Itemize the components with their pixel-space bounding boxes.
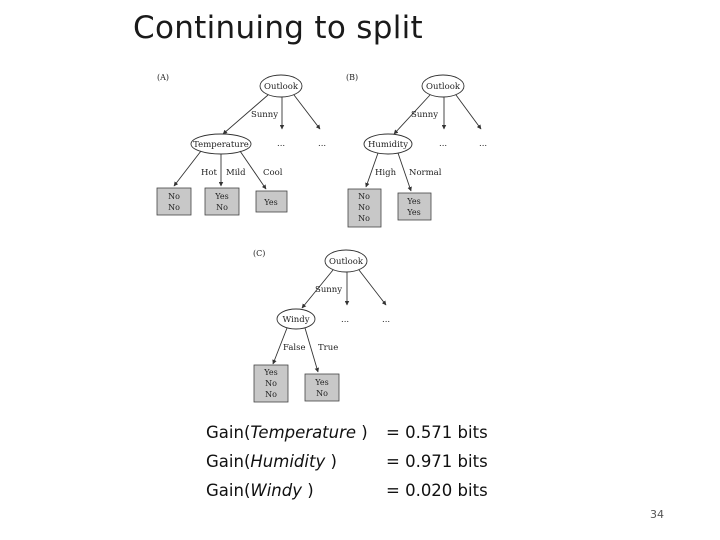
panel-a-edge-label-hot: Hot [201,168,218,178]
panel-c-edge-label-true: True [318,343,338,353]
panel-c-ellipsis-2: ... [382,315,390,325]
panel-c-leaf-false-3: No [265,390,277,399]
panel-a-root-label: Outlook [264,82,299,92]
gain-suffix: ) [302,481,314,500]
panel-b: (B) Outlook Sunny ... ... Humidity High … [346,73,487,228]
panel-a-edge-sunny [222,94,269,135]
gain-row-temperature: Gain(Temperature ) = 0.571 bits [206,418,488,447]
panel-a-ellipsis-1: ... [277,139,285,149]
panel-b-root-node [421,74,465,98]
panel-c-edge-false [272,327,288,365]
panel-a-temperature-label: Temperature [193,140,249,150]
panel-b-edge-label-normal: Normal [409,168,442,178]
panel-a-edge-label-mild: Mild [226,168,246,178]
gain-value-windy: = 0.020 bits [386,481,488,500]
panel-a-edge-cool [239,150,267,190]
gain-prefix: Gain( [206,423,251,442]
panel-a-leaf-mild-2: No [216,203,228,212]
panel-c-leaf-true-2: No [316,389,328,398]
panel-c-edge-label-false: False [283,343,306,353]
panel-b-leaf-normal-2: Yes [406,208,420,217]
panel-b-edge-right [455,94,482,130]
panel-b-humidity-label: Humidity [368,140,408,150]
gain-row-humidity: Gain(Humidity ) = 0.971 bits [206,447,488,476]
panel-c-leaf-false-2: No [265,379,277,388]
panel-c-windy-label: Windy [282,315,309,325]
panel-a-root-node [259,74,303,98]
gain-attr-temperature: Temperature [250,423,357,442]
gain-attr-windy: Windy [250,481,302,500]
panel-b-leaf-high [347,188,382,228]
panel-c-leaf-false [253,364,289,403]
panel-a-edge-right [293,94,321,130]
panel-b-label: (B) [346,73,358,82]
panel-c-edge-true [304,327,320,373]
gain-row-windy: Gain(Windy ) = 0.020 bits [206,476,488,505]
slide-title: Continuing to split [133,10,423,46]
panel-a-leaf-mild [204,187,240,216]
panel-b-edge-label-high: High [375,168,397,178]
gain-attr-humidity: Humidity [250,452,326,471]
gain-value-temperature: = 0.571 bits [386,423,488,442]
panel-c-root-label: Outlook [329,257,364,267]
panel-a-ellipsis-2: ... [318,139,326,149]
panel-b-leaf-normal [397,192,432,221]
panel-c-leaf-true [304,373,340,402]
panel-b-edge-normal [397,152,412,192]
gain-value-humidity: = 0.971 bits [386,452,488,471]
gain-list: Gain(Temperature ) = 0.571 bits Gain(Hum… [206,418,488,505]
panel-b-root-label: Outlook [426,82,461,92]
panel-a-leaf-hot [156,187,192,216]
panel-b-edge-sunny [393,94,431,135]
panel-a: (A) Outlook Sunny ... ... Temperature Ho… [156,73,326,216]
panel-c-branch-label: Sunny [315,285,342,295]
gain-prefix: Gain( [206,452,251,471]
gain-suffix: ) [356,423,368,442]
panel-c-windy-node [276,308,316,330]
panel-b-ellipsis-2: ... [479,139,487,149]
panel-c: (C) Outlook Sunny ... ... Windy False Tr… [253,249,390,403]
panel-c-root-node [324,249,368,273]
panel-c-leaf-true-1: Yes [314,378,328,387]
panel-a-leaf-hot-2: No [168,203,180,212]
panel-c-edge-right [358,269,387,306]
page-number: 34 [650,508,664,521]
panel-a-branch-label: Sunny [251,110,278,120]
panel-c-leaf-false-1: Yes [263,368,277,377]
panel-b-ellipsis-1: ... [439,139,447,149]
panel-b-leaf-normal-1: Yes [406,197,420,206]
panel-a-label: (A) [157,73,169,82]
panel-b-branch-label: Sunny [411,110,438,120]
panel-c-edge-sunny [301,269,334,309]
gain-prefix: Gain( [206,481,251,500]
panel-a-leaf-cool-1: Yes [263,198,277,207]
panel-b-humidity-node [363,133,413,155]
gain-suffix: ) [325,452,337,471]
panel-b-leaf-high-3: No [358,214,370,223]
panel-c-ellipsis-1: ... [341,315,349,325]
panel-c-label: (C) [253,249,265,258]
panel-a-leaf-hot-1: No [168,192,180,201]
panel-b-leaf-high-1: No [358,192,370,201]
panel-b-leaf-high-2: No [358,203,370,212]
panel-b-edge-high [365,152,379,188]
panel-a-leaf-mild-1: Yes [214,192,228,201]
panel-a-edge-label-cool: Cool [263,168,283,178]
panel-a-leaf-cool [255,190,288,213]
panel-a-edge-hot [173,150,202,187]
